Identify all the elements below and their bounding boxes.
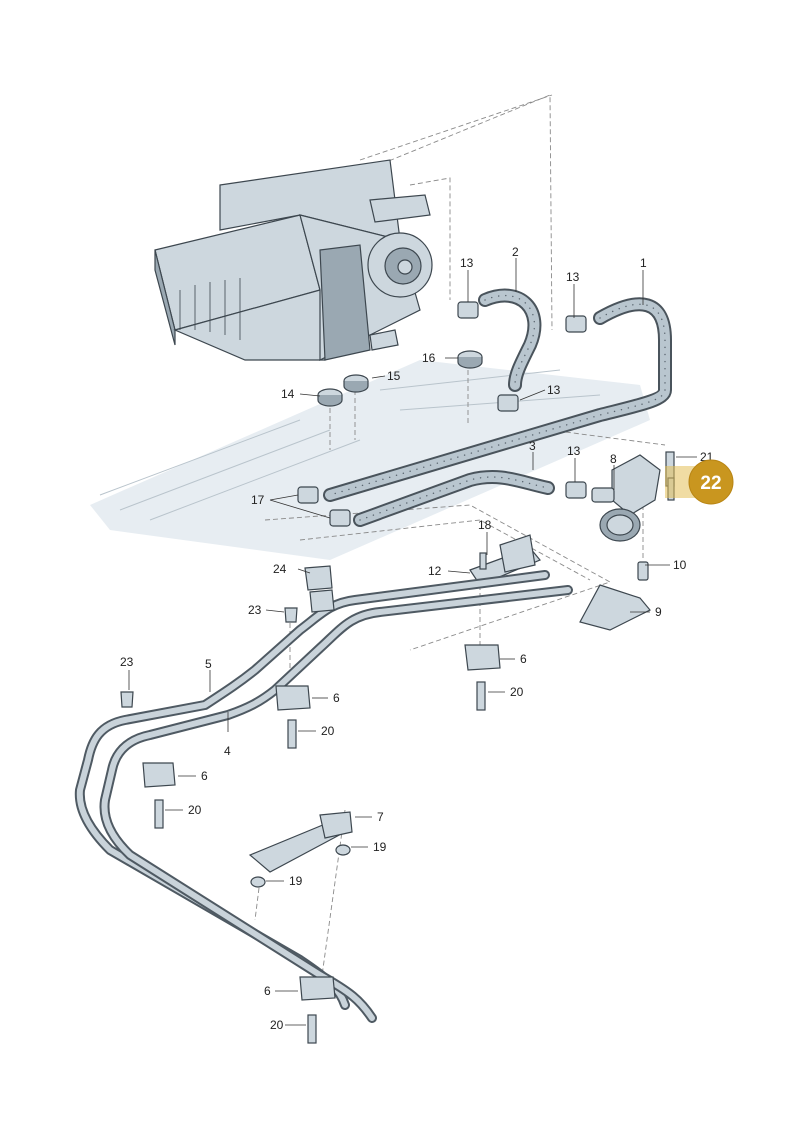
leader-lines	[128, 258, 697, 1026]
callout-2: 2	[512, 245, 519, 259]
nut-19a	[335, 844, 351, 856]
clamp-17a	[297, 486, 319, 504]
callout-19-a: 19	[373, 840, 387, 854]
callout-6-a: 6	[520, 652, 527, 666]
nut-19b	[250, 876, 266, 888]
clip-6a	[464, 644, 501, 671]
floor-panel	[90, 360, 650, 560]
callout-20-c: 20	[188, 803, 202, 817]
clip-24	[304, 565, 333, 591]
clamp-17b	[329, 509, 351, 527]
callout-9: 9	[655, 605, 662, 619]
callout-17: 17	[251, 493, 265, 507]
callout-24: 24	[273, 562, 287, 576]
bolt-20d	[307, 1014, 317, 1044]
clip-6b	[275, 685, 311, 711]
dashed-reference-lines	[254, 94, 666, 991]
clamp-13d	[565, 481, 587, 499]
callout-20-d: 20	[270, 1018, 284, 1032]
clip-6c	[142, 762, 176, 788]
callout-23-b: 23	[120, 655, 134, 669]
pipe-clips-and-fasteners	[120, 565, 501, 1044]
callout-13-c: 13	[547, 383, 561, 397]
callout-20-b: 20	[321, 724, 335, 738]
highlight-badge-label: 22	[700, 473, 721, 494]
coolant-valve-assembly	[579, 451, 675, 631]
clamp-13a	[457, 301, 479, 319]
callout-18: 18	[478, 518, 492, 532]
callout-23-a: 23	[248, 603, 262, 617]
callout-12: 12	[428, 564, 442, 578]
callout-3: 3	[529, 439, 536, 453]
coolant-hoses	[323, 288, 672, 527]
clamp-13c	[497, 394, 519, 412]
callout-13-d: 13	[567, 444, 581, 458]
callout-7: 7	[377, 810, 384, 824]
bolt-20c	[154, 799, 164, 829]
bolt-20b	[287, 719, 297, 749]
callout-19-b: 19	[289, 874, 303, 888]
callout-4: 4	[224, 744, 231, 758]
callout-6-c: 6	[201, 769, 208, 783]
highlight-badge[interactable]	[688, 459, 734, 505]
callout-labels: 1 2 3 4 5 6 6 6 6 7 8 9 10 12 13 13 13 1…	[120, 245, 714, 1032]
clamp-13b	[565, 315, 587, 333]
callout-13-b: 13	[566, 270, 580, 284]
clip-6d	[299, 976, 336, 1001]
callout-6-d: 6	[264, 984, 271, 998]
nut-23a	[284, 607, 298, 623]
bolt-20a	[476, 681, 486, 711]
nut-23b	[120, 691, 134, 708]
callout-1: 1	[640, 256, 647, 270]
callout-14: 14	[281, 387, 295, 401]
highlighted-part-22[interactable]: 22	[665, 459, 734, 505]
callout-6-b: 6	[333, 691, 340, 705]
heater-unit	[154, 159, 433, 361]
callout-8: 8	[610, 452, 617, 466]
grommet-plugs	[317, 350, 483, 407]
hose-clamps	[297, 301, 587, 527]
coolant-pipes	[74, 570, 573, 1023]
callout-16: 16	[422, 351, 436, 365]
callout-15: 15	[387, 369, 401, 383]
callout-5: 5	[205, 657, 212, 671]
callout-20-a: 20	[510, 685, 524, 699]
mounting-brackets	[248, 534, 541, 873]
callout-13-a: 13	[460, 256, 474, 270]
callout-10: 10	[673, 558, 687, 572]
